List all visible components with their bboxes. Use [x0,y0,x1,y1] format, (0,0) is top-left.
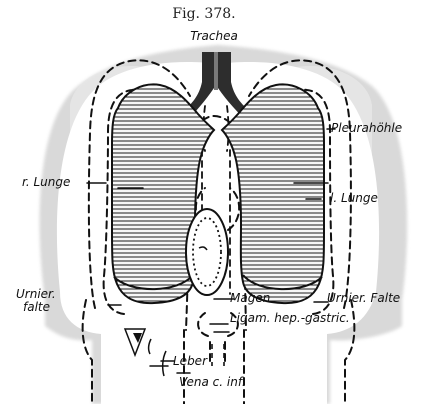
label-trachea: Trachea [190,29,238,43]
stomach-inner [193,218,221,286]
stomach [186,209,228,295]
label-urnier-left-1: Urnier. [16,287,56,301]
label-leber: Leber [173,354,208,368]
label-magen: Magen [230,291,270,305]
label-urnier-left-2: falte [23,300,50,314]
label-left-lung: l. Lunge [330,191,378,205]
label-right-lung: r. Lunge [22,175,70,189]
label-ligament: Ligam. hep.-gastric. [230,311,350,325]
figure-caption: Fig. 378. [172,6,235,22]
label-vena: Vena c. inf. [179,375,246,389]
label-urnier-right: Urnier. Falte [327,291,400,305]
label-pleural-cavity: Pleurahöhle [331,121,402,135]
